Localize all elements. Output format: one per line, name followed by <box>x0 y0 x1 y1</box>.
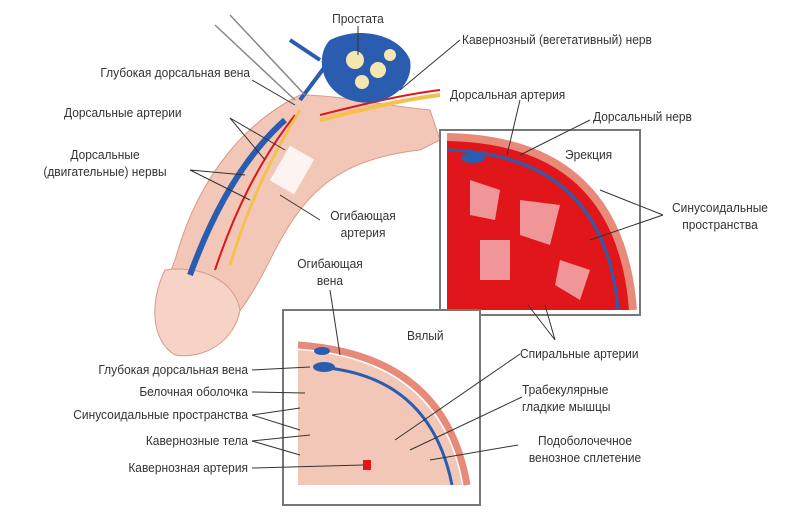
label-line: Огибающая <box>330 208 396 223</box>
label-line: Дорсальные <box>70 147 140 162</box>
label-line: Огибающая <box>297 256 363 271</box>
label-cavernous-artery: Кавернозная артерия <box>128 460 248 475</box>
leader-lines <box>189 26 664 469</box>
label-line: (двигательные) нервы <box>43 164 167 179</box>
label-prostate: Простата <box>332 11 384 26</box>
label-line: Синусоидальные <box>672 200 768 215</box>
label-flaccid: Вялый <box>407 328 444 343</box>
label-circumflex-vein: Огибающая вена <box>289 255 372 289</box>
label-sinusoid-top: Синусоидальные пространства <box>660 199 780 233</box>
label-trabecular: Трабекулярные гладкие мышцы <box>522 381 610 415</box>
label-line: венозное сплетение <box>528 450 642 465</box>
label-line: Подоболочечное <box>538 433 632 448</box>
label-circumflex-artery: Огибающая артерия <box>322 207 405 241</box>
label-line: гладкие мышцы <box>522 399 611 414</box>
label-helicine-arteries: Спиральные артерии <box>520 346 639 361</box>
label-line: пространства <box>682 217 758 232</box>
prostate <box>288 32 411 103</box>
label-deep-dorsal-vein-top: Глубокая дорсальная вена <box>100 65 251 80</box>
label-line: вена <box>316 273 344 288</box>
erection-cross-section <box>439 129 641 316</box>
label-deep-dorsal-vein-bottom: Глубокая дорсальная вена <box>98 362 248 377</box>
flaccid-cross-section <box>282 309 481 506</box>
label-tunica: Белочная оболочка <box>139 384 248 399</box>
label-dorsal-nerve: Дорсальный нерв <box>593 109 692 124</box>
label-erection: Эрекция <box>565 147 613 162</box>
label-cavernous-nerve: Кавернозный (вегетативный) нерв <box>462 32 652 47</box>
label-line: Трабекулярные <box>522 382 609 397</box>
label-subtunical-plexus: Подоболочечное венозное сплетение <box>511 432 658 466</box>
label-cavernous-bodies: Кавернозные тела <box>145 433 248 448</box>
label-sinusoid-bottom: Синусоидальные пространства <box>73 407 248 422</box>
penis-shaft <box>154 89 441 357</box>
label-dorsal-nerves: Дорсальные (двигательные) нервы <box>36 146 174 180</box>
label-dorsal-artery: Дорсальная артерия <box>450 87 566 102</box>
label-line: артерия <box>340 225 386 240</box>
label-dorsal-arteries: Дорсальные артерии <box>64 105 182 120</box>
